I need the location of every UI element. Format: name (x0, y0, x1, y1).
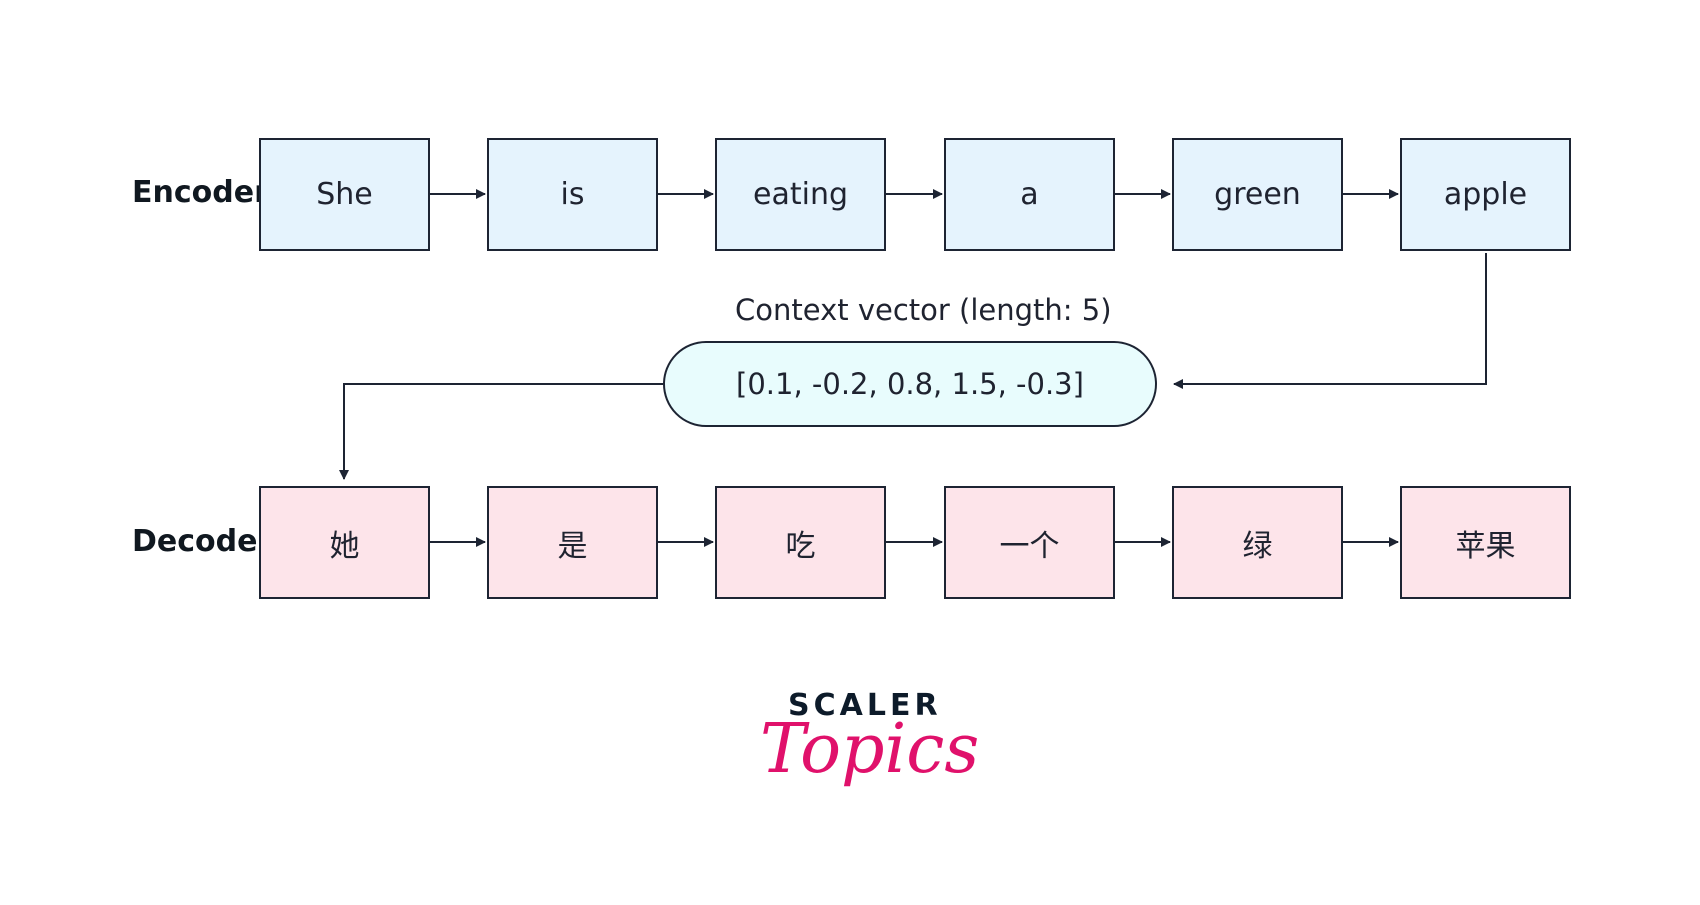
encoder-label: Encoder (132, 175, 269, 210)
encoder-token-box: a (944, 138, 1115, 251)
encoder-token-box: eating (715, 138, 886, 251)
decoder-token: 吃 (785, 528, 816, 564)
scaler-topics-logo: SCALER Topics (760, 688, 979, 818)
decoder-token: 绿 (1242, 528, 1273, 564)
context-vector-label: Context vector (length: 5) (735, 293, 1112, 327)
decoder-token: 一个 (999, 528, 1060, 564)
encoder-token: apple (1443, 177, 1528, 212)
encoder-token: She (316, 177, 373, 212)
decoder-token-box: 苹果 (1400, 486, 1571, 599)
logo-script: Topics (760, 710, 980, 789)
encoder-token-box: apple (1400, 138, 1571, 251)
decoder-token: 是 (557, 528, 588, 564)
logo-wordmark: SCALER (788, 688, 942, 723)
apple-to-context-arrow (1173, 253, 1487, 389)
encoder-token: eating (753, 177, 848, 212)
encoder-token-box: green (1172, 138, 1343, 251)
encoder-token: is (560, 177, 585, 212)
context-vector-values: [0.1, -0.2, 0.8, 1.5, -0.3] (736, 367, 1084, 401)
decoder-label: Decoder (132, 524, 273, 559)
encoder-token: green (1214, 177, 1301, 212)
encoder-token: a (1020, 177, 1039, 212)
decoder-token: 她 (329, 528, 360, 564)
decoder-token-box: 一个 (944, 486, 1115, 599)
encoder-token-box: is (487, 138, 658, 251)
decoder-token-box: 吃 (715, 486, 886, 599)
decoder-token-box: 绿 (1172, 486, 1343, 599)
encoder-token-box: She (259, 138, 430, 251)
decoder-token: 苹果 (1455, 528, 1516, 564)
decoder-token-box: 她 (259, 486, 430, 599)
decoder-token-box: 是 (487, 486, 658, 599)
context-vector-pill: [0.1, -0.2, 0.8, 1.5, -0.3] (663, 341, 1157, 427)
context-to-decoder-arrow (339, 383, 663, 480)
